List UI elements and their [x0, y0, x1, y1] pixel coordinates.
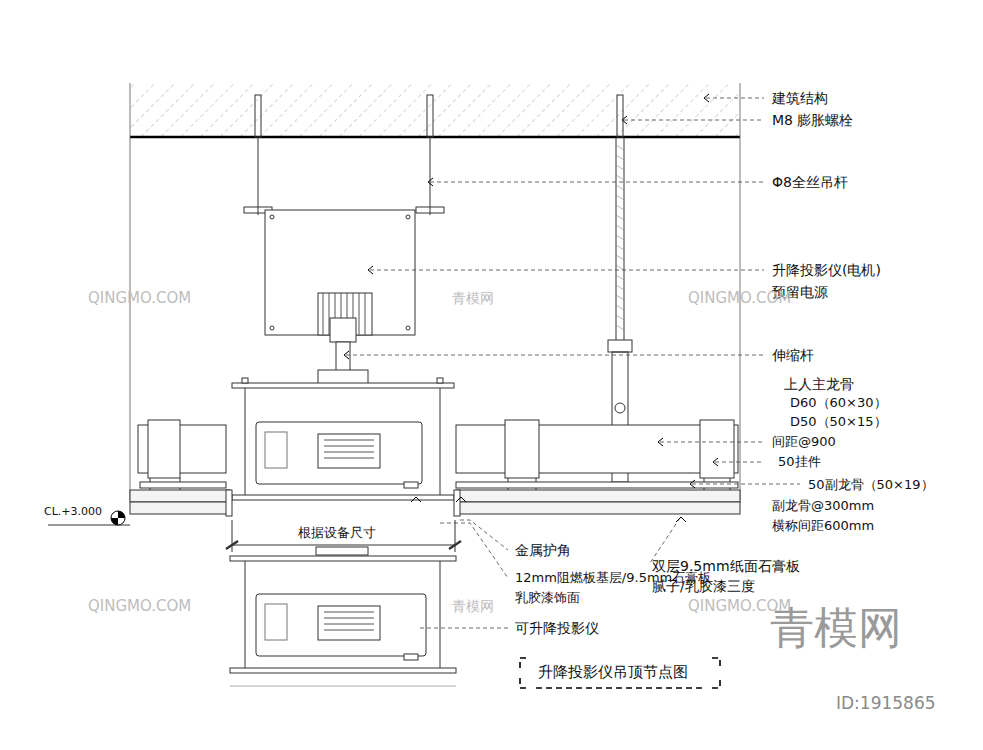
slab-line [130, 136, 740, 139]
callout: 可升降投影仪 [515, 619, 599, 637]
leader-lines [346, 98, 800, 628]
leader-ticks [344, 94, 718, 522]
watermark: 青模网 [452, 289, 494, 307]
callout: 乳胶漆饰面 [515, 589, 580, 607]
callout: 双层9.5mm纸面石膏板 [652, 557, 800, 575]
projector [232, 378, 454, 500]
watermark: QINGMO.COM [88, 596, 191, 616]
callout: 升降投影仪(电机) [772, 261, 881, 279]
callout: 腻子/乳胶漆三度 [652, 577, 755, 595]
watermark: 青模网 [452, 597, 494, 615]
callout: Φ8全丝吊杆 [772, 173, 848, 191]
lift-motor [265, 210, 415, 384]
watermark: QINGMO.COM [88, 288, 191, 308]
level-value: CL.+3.000 [44, 503, 102, 521]
gypsum-board [130, 490, 740, 516]
title-frame [520, 658, 720, 688]
callout: D60（60×30） [790, 394, 887, 412]
callout: 建筑结构 [772, 89, 828, 107]
callout: 副龙骨@300mm [772, 497, 874, 515]
dimension-text: 根据设备尺寸 [298, 524, 376, 542]
callout: 金属护角 [515, 541, 571, 559]
projector-lowered [230, 547, 456, 686]
callout: M8 膨胀螺栓 [772, 111, 853, 129]
watermark: QINGMO.COM [688, 288, 791, 308]
drawing-title: 升降投影仪吊顶节点图 [538, 663, 688, 681]
callout: 伸缩杆 [772, 346, 814, 364]
watermark: QINGMO.COM [688, 596, 791, 616]
ceiling-keels [138, 420, 738, 492]
callout: 间距@900 [772, 433, 836, 451]
callout: 50副龙骨（50×19） [808, 476, 934, 494]
callout: 50挂件 [778, 453, 821, 471]
callout: 横称间距600mm [772, 517, 874, 535]
callout: D50（50×15） [790, 413, 887, 431]
callout: 上人主龙骨 [784, 375, 854, 393]
thread [616, 145, 624, 330]
concrete-slab [130, 83, 740, 137]
watermark-id: ID:1915865 [836, 692, 936, 714]
